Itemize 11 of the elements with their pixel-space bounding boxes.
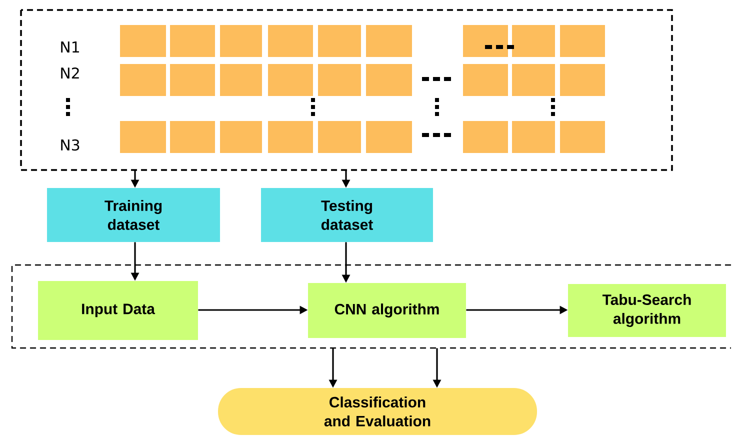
- dataset-box: Testing dataset: [261, 188, 433, 242]
- process-box: Tabu-Search algorithm: [568, 284, 726, 337]
- row-label: N1: [61, 42, 79, 52]
- dataset-box: Training dataset: [47, 188, 220, 242]
- result-box: Classification and Evaluation: [218, 388, 537, 435]
- process-box: Input Data: [38, 281, 198, 340]
- dashed-frame: [20, 9, 673, 171]
- dashed-frame: [11, 264, 731, 349]
- process-box: CNN algorithm: [308, 283, 466, 338]
- row-label: N2: [61, 67, 79, 79]
- row-label: N3: [61, 139, 80, 151]
